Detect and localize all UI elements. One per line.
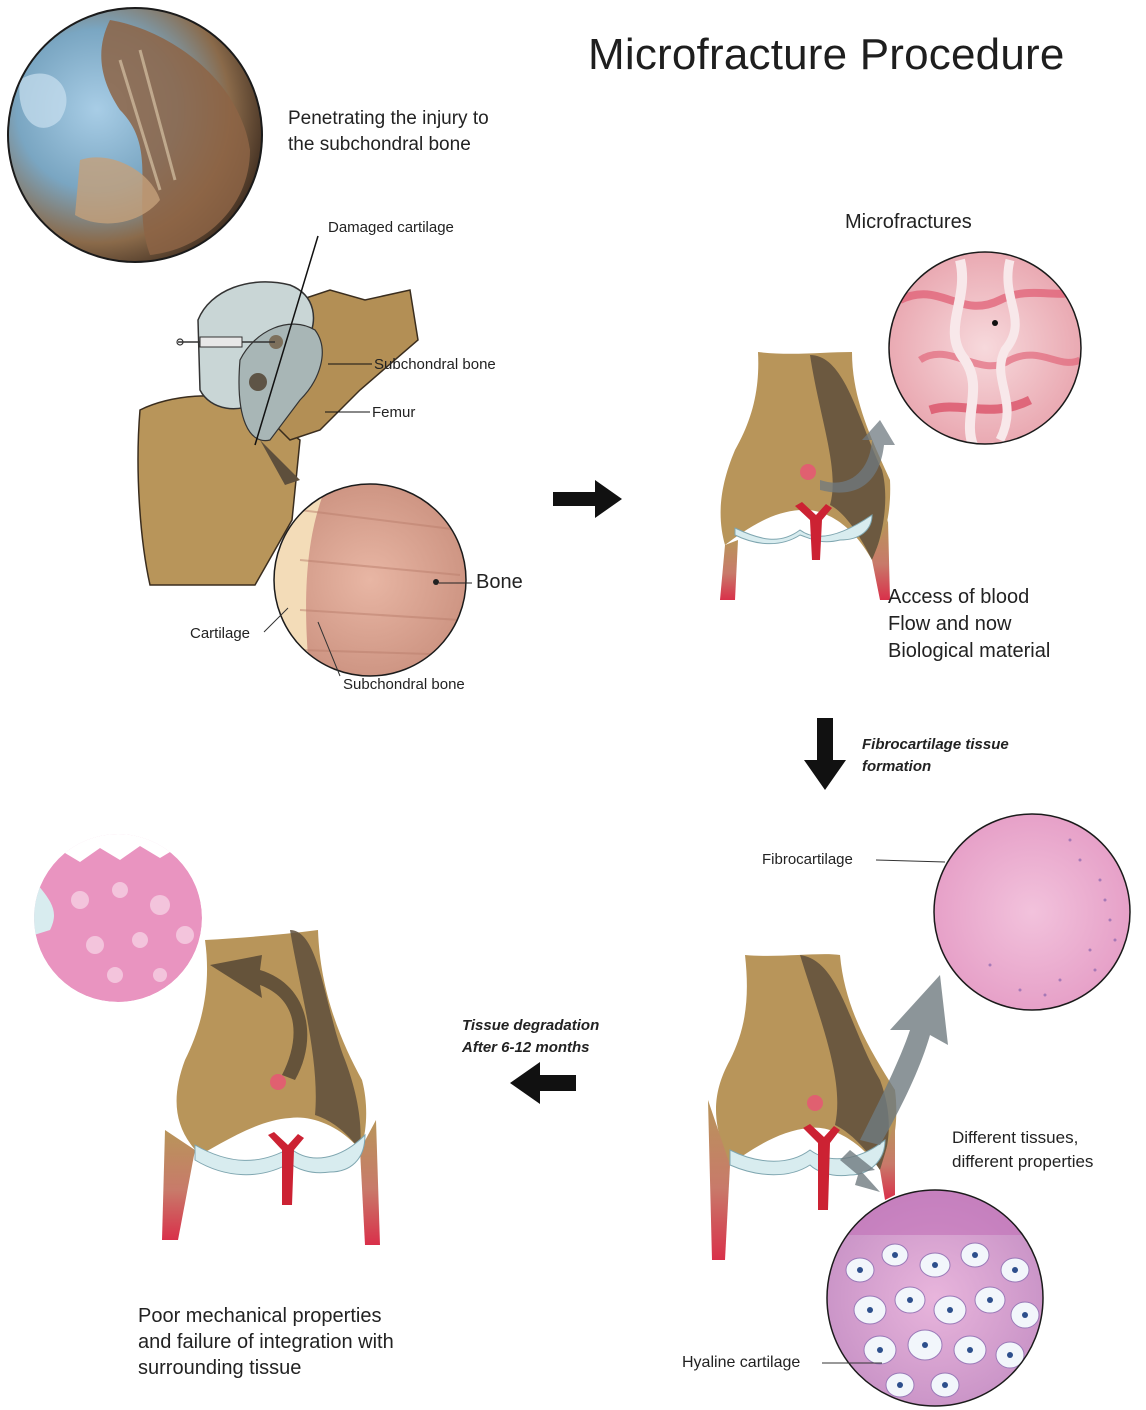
caption-line: Access of blood <box>888 584 1050 611</box>
label-microfractures: Microfractures <box>845 211 972 234</box>
caption-line: surrounding tissue <box>138 1355 394 1381</box>
caption-line: Penetrating the injury to <box>288 106 489 132</box>
label-damaged-cartilage: Damaged cartilage <box>328 219 454 236</box>
step-line: Fibrocartilage tissue <box>862 734 1009 756</box>
label-femur: Femur <box>372 404 415 421</box>
caption-different: Different tissues, different properties <box>952 1126 1093 1174</box>
degraded-tissue-histology-image <box>34 830 205 1002</box>
caption-access: Access of blood Flow and now Biological … <box>888 584 1050 665</box>
caption-penetrating: Penetrating the injury to the subchondra… <box>288 106 489 158</box>
caption-line: Biological material <box>888 638 1050 665</box>
step-line: formation <box>862 756 1009 778</box>
step-line: After 6-12 months <box>462 1037 599 1059</box>
caption-line: the subchondral bone <box>288 132 489 158</box>
caption-line: Poor mechanical properties <box>138 1303 394 1329</box>
arrow-down-icon <box>804 718 846 790</box>
page-title: Microfracture Procedure <box>588 30 1065 80</box>
step-line: Tissue degradation <box>462 1015 599 1037</box>
fibrocartilage-histology-image <box>934 814 1130 1010</box>
caption-line: Different tissues, <box>952 1126 1093 1150</box>
bone-diagram-degradation <box>162 930 380 1245</box>
label-fibrocartilage: Fibrocartilage <box>762 851 853 868</box>
step-fibrocartilage-formation: Fibrocartilage tissue formation <box>862 734 1009 778</box>
arrow-right-icon <box>553 480 622 518</box>
microfractures-histology-image <box>889 252 1081 450</box>
label-hyaline-cartilage: Hyaline cartilage <box>682 1354 800 1372</box>
arrow-left-icon <box>510 1062 576 1104</box>
caption-line: and failure of integration with <box>138 1329 394 1355</box>
label-bone: Bone <box>476 571 523 594</box>
label-subchondral-bone: Subchondral bone <box>374 356 496 373</box>
caption-line: different properties <box>952 1150 1093 1174</box>
caption-poor-properties: Poor mechanical properties and failure o… <box>138 1303 394 1381</box>
hyaline-cartilage-histology-image <box>820 1185 1060 1406</box>
caption-line: Flow and now <box>888 611 1050 638</box>
label-cartilage: Cartilage <box>190 625 250 642</box>
step-tissue-degradation: Tissue degradation After 6-12 months <box>462 1015 599 1059</box>
label-subchondral-bone-histology: Subchondral bone <box>343 676 465 693</box>
bone-diagram-blood-access <box>720 352 895 600</box>
arthroscopy-image <box>8 8 262 262</box>
